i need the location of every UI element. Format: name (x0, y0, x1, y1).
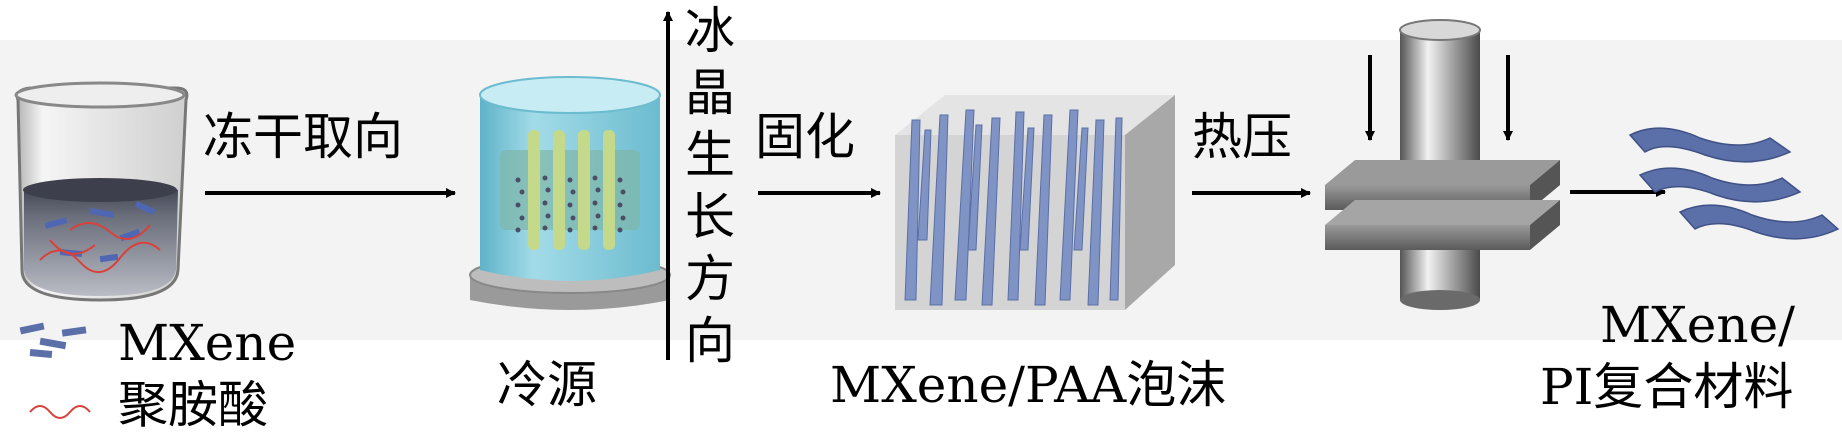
beaker-icon (14, 81, 189, 302)
foam-block-icon (895, 95, 1175, 310)
foam-label: MXene/PAA泡沫 (830, 356, 1227, 414)
step-freeze-dry-label: 冻干取向 (203, 108, 403, 166)
composite-label-line1: MXene/ (1600, 296, 1796, 354)
ice-growth-label: 冰 晶 生 长 方 向 (685, 2, 735, 370)
legend-mxene-icon (19, 322, 87, 358)
cold-source-icon (469, 76, 671, 310)
legend-mxene-label: MXene (118, 314, 297, 372)
step-hot-press-label: 热压 (1192, 108, 1292, 166)
composite-label-line2: PI复合材料 (1540, 358, 1794, 416)
legend-polymer-icon (29, 405, 91, 419)
composite-sheets-icon (1628, 127, 1840, 240)
hot-press-icon (1325, 19, 1560, 310)
legend-polyamic-acid-label: 聚胺酸 (118, 376, 268, 434)
cold-source-label: 冷源 (497, 356, 597, 414)
step-cure-label: 固化 (755, 108, 855, 166)
